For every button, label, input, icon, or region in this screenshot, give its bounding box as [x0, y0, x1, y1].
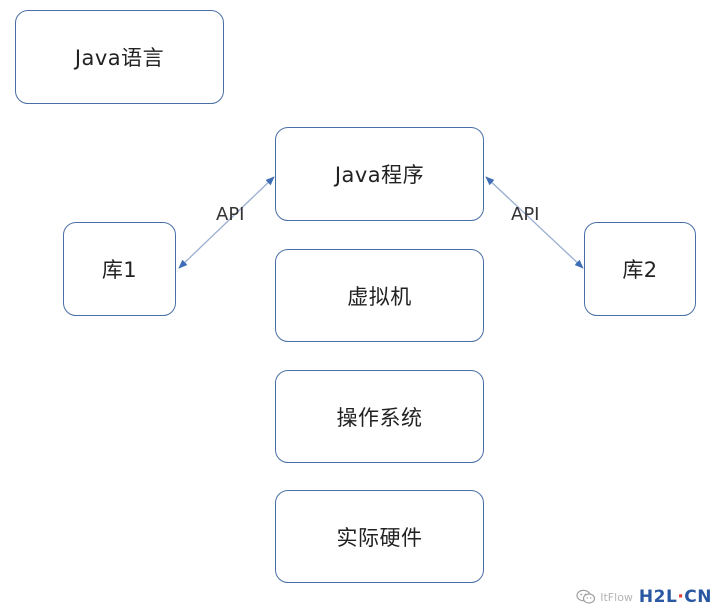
- node-virtual-machine-label: 虚拟机: [347, 284, 412, 309]
- wechat-icon: [576, 589, 596, 605]
- node-java-language: Java语言: [15, 10, 224, 104]
- site-logo: H2L·CN: [639, 587, 712, 607]
- site-logo-part2: CN: [684, 587, 712, 607]
- node-operating-system-label: 操作系统: [336, 405, 423, 430]
- node-java-program-label: Java程序: [334, 163, 425, 187]
- site-logo-part1: H2L: [638, 587, 678, 607]
- node-java-program: Java程序: [275, 127, 484, 221]
- api-label-right: API: [511, 204, 540, 225]
- api-label-left: API: [216, 204, 245, 225]
- watermark: ItFlow H2L·CN: [576, 587, 712, 607]
- node-operating-system: 操作系统: [275, 370, 484, 463]
- node-library-1: 库1: [63, 222, 176, 316]
- node-hardware: 实际硬件: [275, 490, 484, 583]
- node-hardware-label: 实际硬件: [336, 525, 423, 550]
- node-library-1-label: 库1: [101, 258, 138, 282]
- node-library-2-label: 库2: [622, 258, 658, 282]
- node-java-language-label: Java语言: [74, 46, 165, 70]
- site-logo-dot: ·: [677, 587, 685, 607]
- node-library-2: 库2: [584, 222, 696, 316]
- node-virtual-machine: 虚拟机: [275, 249, 484, 342]
- watermark-faint-text: ItFlow: [600, 590, 633, 604]
